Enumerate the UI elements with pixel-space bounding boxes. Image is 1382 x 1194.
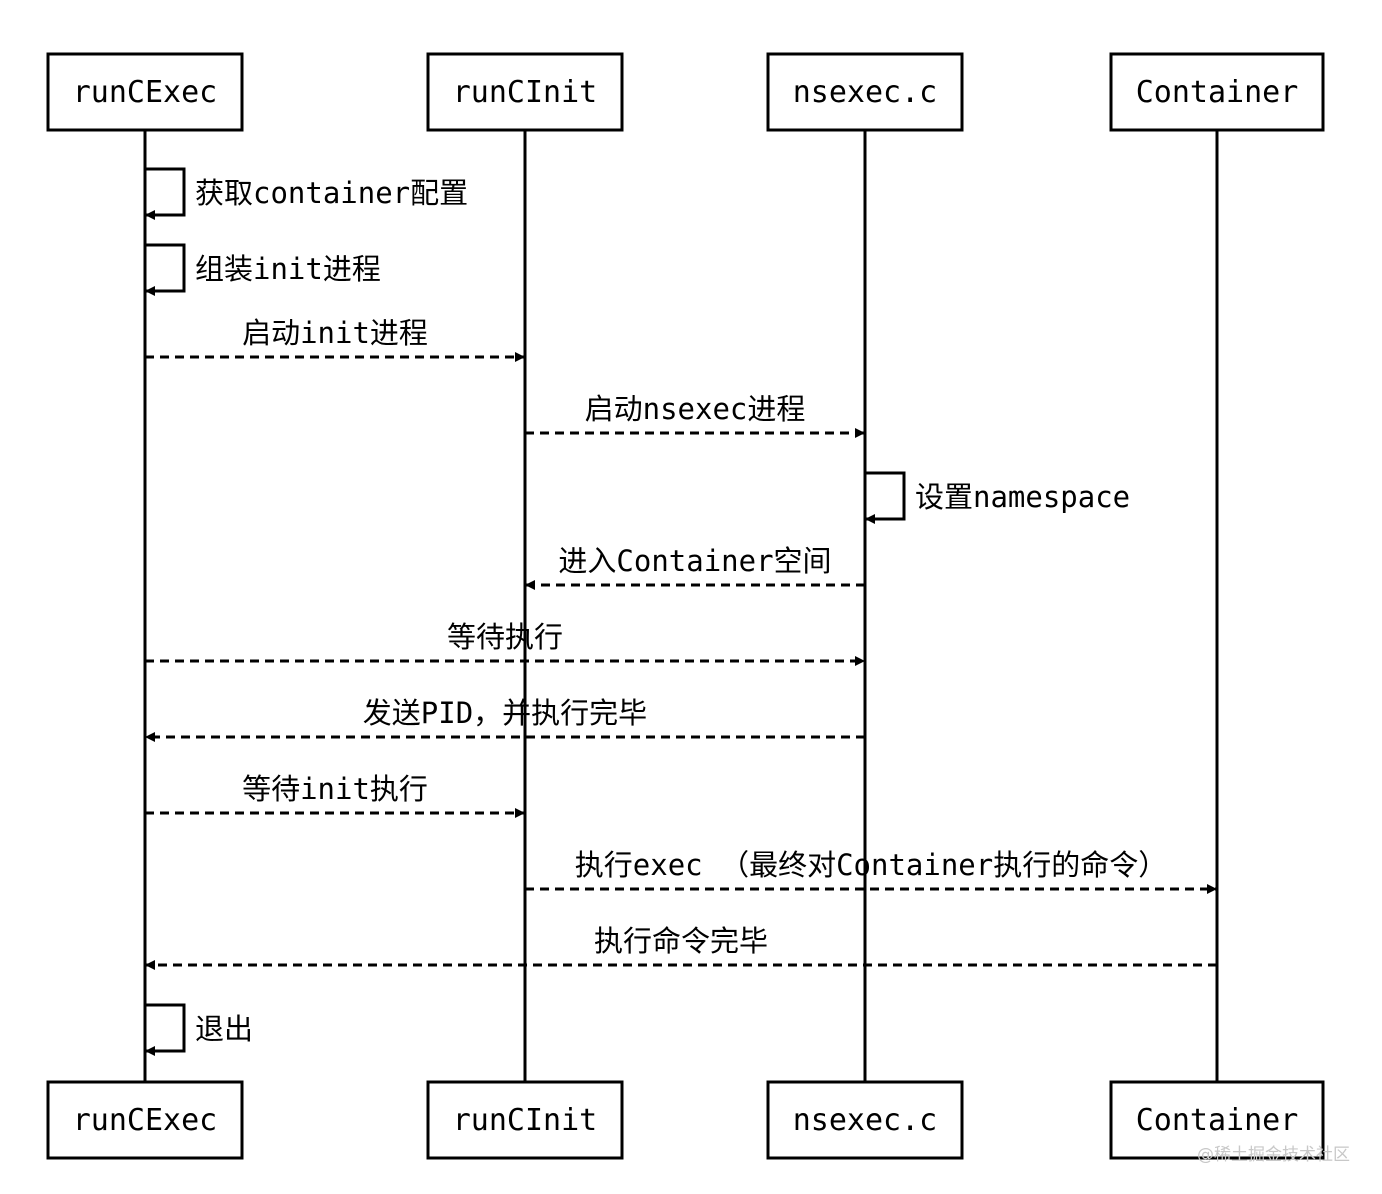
self-message-arrow	[145, 167, 186, 220]
participant-rect	[766, 1080, 964, 1160]
participant-rect	[1109, 1080, 1325, 1160]
participant-label: Container	[1136, 1103, 1299, 1138]
message-2: 组装init进程	[145, 243, 381, 296]
participant-box-runCInit-bottom: runCInit	[426, 1080, 624, 1160]
message-1: 获取container配置	[145, 167, 468, 220]
message-label: 进入Container空间	[558, 544, 831, 578]
message-10: 执行exec （最终对Container执行的命令）	[525, 848, 1217, 894]
message-8: 发送PID，并执行完毕	[145, 696, 865, 742]
message-label: 等待执行	[447, 620, 563, 654]
message-label: 执行exec （最终对Container执行的命令）	[575, 848, 1167, 882]
participant-box-container-top: Container	[1109, 52, 1325, 132]
message-label: 获取container配置	[195, 176, 468, 210]
participant-box-runCInit-top: runCInit	[426, 52, 624, 132]
participant-box-runCExec-top: runCExec	[46, 52, 244, 132]
participant-label: runCExec	[73, 1103, 218, 1138]
message-label: 组装init进程	[195, 252, 381, 286]
message-6: 进入Container空间	[525, 544, 865, 590]
participant-label: nsexec.c	[793, 75, 938, 110]
watermark-text: @稀土掘金技术社区	[1197, 1145, 1350, 1165]
participant-label: runCInit	[453, 1103, 598, 1138]
message-label: 执行命令完毕	[594, 924, 768, 958]
participant-rect	[1109, 52, 1325, 132]
message-4: 启动nsexec进程	[525, 392, 865, 438]
participant-rect	[426, 1080, 624, 1160]
participant-box-nsexec-top: nsexec.c	[766, 52, 964, 132]
message-11: 执行命令完毕	[145, 924, 1217, 970]
participant-label: Container	[1136, 75, 1299, 110]
participant-rect	[426, 52, 624, 132]
self-message-arrow	[145, 243, 186, 296]
self-message-arrow	[865, 471, 906, 524]
message-12: 退出	[145, 1003, 253, 1056]
message-3: 启动init进程	[145, 316, 525, 362]
participant-box-nsexec-bottom: nsexec.c	[766, 1080, 964, 1160]
message-label: 发送PID，并执行完毕	[363, 696, 647, 730]
message-label: 退出	[195, 1012, 253, 1046]
participant-rect	[766, 52, 964, 132]
message-label: 设置namespace	[915, 480, 1130, 514]
participant-label: runCInit	[453, 75, 598, 110]
participant-label: nsexec.c	[793, 1103, 938, 1138]
message-label: 等待init执行	[242, 772, 428, 806]
message-7: 等待执行	[145, 620, 865, 666]
message-5: 设置namespace	[865, 471, 1130, 524]
message-9: 等待init执行	[145, 772, 525, 818]
message-label: 启动nsexec进程	[585, 392, 806, 426]
participant-rect	[46, 52, 244, 132]
self-message-arrow	[145, 1003, 186, 1056]
participant-label: runCExec	[73, 75, 218, 110]
participant-rect	[46, 1080, 244, 1160]
message-label: 启动init进程	[242, 316, 428, 350]
participant-box-container-bottom: Container	[1109, 1080, 1325, 1160]
participant-box-runCExec-bottom: runCExec	[46, 1080, 244, 1160]
